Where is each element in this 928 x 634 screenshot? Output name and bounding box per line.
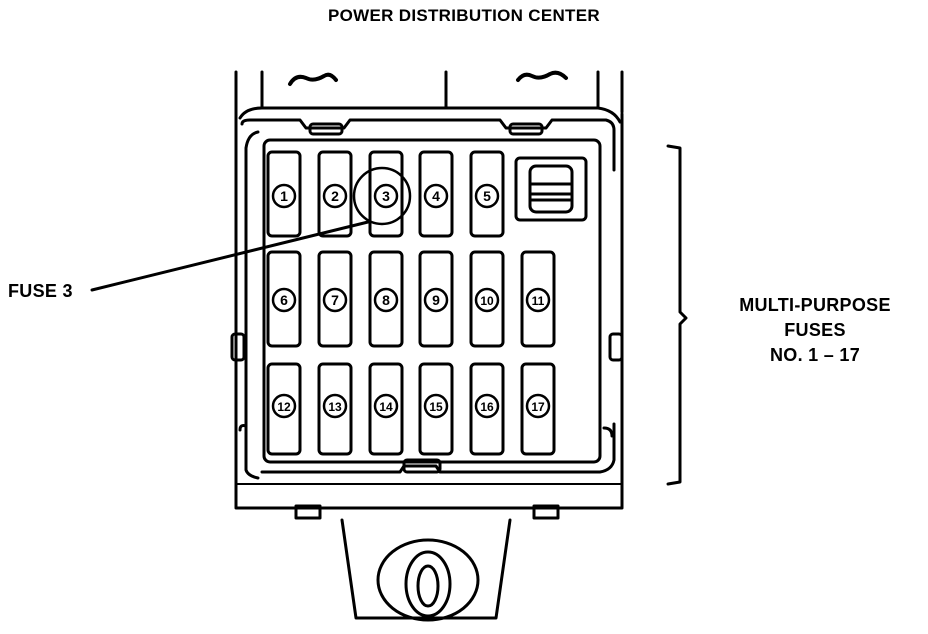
mounting-bracket (294, 504, 560, 622)
fuse-number-ring-16 (474, 393, 500, 419)
fuse-slot-15: 15 (418, 362, 454, 456)
multi-purpose-fuses-label: MULTI-PURPOSE FUSES NO. 1 – 17 (700, 293, 928, 368)
fuse-number-14: 14 (379, 400, 393, 414)
fuse-number-8: 8 (382, 292, 390, 308)
upper-housing (234, 70, 624, 114)
fuse-number-ring-15 (423, 393, 449, 419)
fuse-body-6 (266, 250, 302, 348)
fuse-range-bracket (666, 144, 688, 486)
fuse-number-13: 13 (328, 400, 342, 414)
fuse-number-5: 5 (483, 188, 491, 204)
fuse-number-ring-7 (322, 287, 348, 313)
fuse-3-callout-label: FUSE 3 (8, 281, 73, 301)
fuse-number-ring-3 (373, 183, 399, 209)
fuse-slot-2: 2 (317, 150, 353, 238)
fuse-number-10: 10 (480, 294, 494, 308)
fuse-number-15: 15 (429, 400, 443, 414)
fuse-slot-13: 13 (317, 362, 353, 456)
fuse-number-ring-4 (423, 183, 449, 209)
fuse-number-3: 3 (382, 188, 390, 204)
fuse-slot-4: 4 (418, 150, 454, 238)
fuse-slot-9: 9 (418, 250, 454, 348)
fuse-number-11: 11 (532, 294, 545, 308)
multi-purpose-label-line-3: NO. 1 – 17 (769, 345, 861, 365)
fuse-number-17: 17 (531, 400, 545, 414)
fuse-number-7: 7 (331, 292, 339, 308)
fuse-number-ring-5 (474, 183, 500, 209)
fuse-number-ring-11 (525, 287, 551, 313)
fuse-body-17 (520, 362, 556, 456)
fuse-body-15 (418, 362, 454, 456)
fuse-body-10 (469, 250, 505, 348)
multi-purpose-label-line-1: MULTI-PURPOSE (739, 295, 891, 315)
fuse-number-4: 4 (432, 188, 440, 204)
multi-purpose-label-line-2: FUSES (784, 320, 846, 340)
fuse-slot-3: 3 (368, 150, 404, 238)
fuse-slot-7: 7 (317, 250, 353, 348)
fuse-slot-16: 16 (469, 362, 505, 456)
fuse-slot-6: 6 (266, 250, 302, 348)
fuse-body-14 (368, 362, 404, 456)
fuse-body-9 (418, 250, 454, 348)
fuse-number-ring-13 (322, 393, 348, 419)
relay-block (514, 156, 588, 222)
fuse-3-leader (90, 166, 412, 292)
fuse-slot-1: 1 (266, 150, 302, 238)
fuse-body-16 (469, 362, 505, 456)
fuse-number-2: 2 (331, 188, 339, 204)
fuse-slot-17: 17 (520, 362, 556, 456)
fuse-body-13 (317, 362, 353, 456)
fuse-body-2 (317, 150, 353, 238)
fuse-number-ring-14 (373, 393, 399, 419)
fuse-body-5 (469, 150, 505, 238)
fuse-number-1: 1 (280, 188, 288, 204)
fuse-body-4 (418, 150, 454, 238)
fuse-slot-10: 10 (469, 250, 505, 348)
fuse-body-3 (368, 150, 404, 238)
fuse-slot-5: 5 (469, 150, 505, 238)
fuse-number-ring-6 (271, 287, 297, 313)
fuse-number-16: 16 (480, 400, 494, 414)
fuse-number-ring-12 (271, 393, 297, 419)
fuse-number-6: 6 (280, 292, 288, 308)
fuse-number-ring-8 (373, 287, 399, 313)
fuse-slot-11: 11 (520, 250, 556, 348)
fuse-number-9: 9 (432, 292, 440, 308)
diagram-title: POWER DISTRIBUTION CENTER (328, 6, 600, 25)
fuse-box-outer-shell (234, 106, 624, 510)
fuse-number-ring-10 (474, 287, 500, 313)
fuse-number-ring-1 (271, 183, 297, 209)
fuse-body-12 (266, 362, 302, 456)
fuse-body-8 (368, 250, 404, 348)
fuse-number-12: 12 (277, 400, 291, 414)
fuse-number-ring-9 (423, 287, 449, 313)
fuse-number-ring-17 (525, 393, 551, 419)
fuse-slot-14: 14 (368, 362, 404, 456)
fuse-number-ring-2 (322, 183, 348, 209)
fuse-body-1 (266, 150, 302, 238)
fuse-body-7 (317, 250, 353, 348)
fuse-box-inner-frame (230, 118, 624, 480)
fuse-body-11 (520, 250, 556, 348)
fuse-slot-12: 12 (266, 362, 302, 456)
fuse-slot-8: 8 (368, 250, 404, 348)
